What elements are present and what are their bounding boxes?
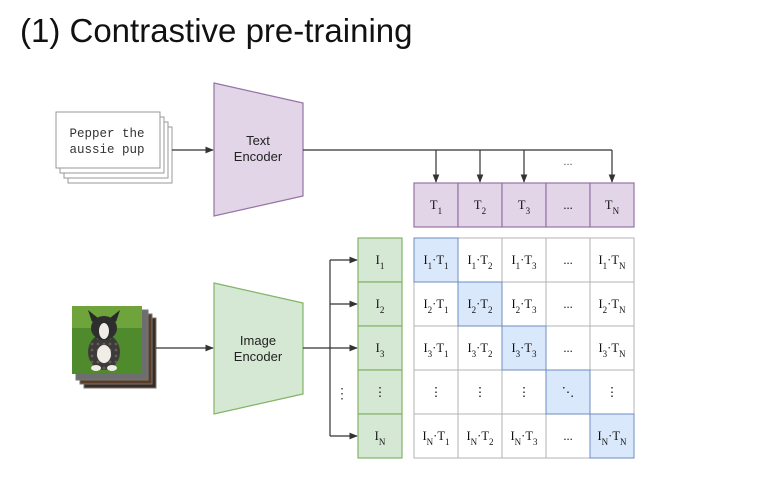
matrix-cell-label: I1·T2 — [468, 253, 493, 271]
image-encoder-label-2: Encoder — [234, 349, 283, 364]
matrix-cell-label: I2·T1 — [424, 297, 449, 315]
text-encoder: Text Encoder — [213, 82, 304, 217]
image-embedding-box — [357, 325, 403, 371]
text-embedding-label: T1 — [430, 198, 442, 216]
matrix-cell-label: ⋮ — [430, 385, 443, 399]
matrix-cell — [545, 237, 591, 283]
matrix-cell-label: I2·TN — [599, 297, 626, 315]
text-embedding-row: T1 T2 T3... TN — [413, 182, 635, 228]
matrix-cell-label: I2·T3 — [512, 297, 537, 315]
matrix-cell — [457, 237, 503, 283]
image-embedding-label: IN — [375, 429, 386, 447]
fanout-ellipsis: ... — [563, 156, 572, 168]
matrix-cell-label: ⋱ — [562, 385, 575, 399]
text-embedding-box — [589, 182, 635, 228]
matrix-cell-label: I3·TN — [599, 341, 626, 359]
text-fanout-arrows — [303, 149, 616, 183]
matrix-cell-diagonal-border — [589, 413, 635, 459]
matrix-cell-label: I3·T1 — [424, 341, 449, 359]
text-input-stack: Pepper the aussie pup — [55, 111, 173, 184]
image-fanout-arrows — [303, 256, 358, 440]
text-input-line-1: Pepper the — [69, 127, 144, 141]
matrix-cell-label: ⋮ — [518, 385, 531, 399]
matrix-cell — [457, 369, 503, 415]
matrix-cell-label: I1·T1 — [424, 253, 449, 271]
text-encoder-label-2: Encoder — [234, 149, 283, 164]
text-embedding-box — [501, 182, 547, 228]
diagram-title: (1) Contrastive pre-training — [20, 12, 413, 49]
matrix-cell-label: I3·T3 — [512, 341, 537, 359]
matrix-cell-label: IN·T2 — [467, 429, 494, 447]
text-embedding-label: TN — [605, 198, 620, 216]
text-input-line-2: aussie pup — [69, 143, 144, 157]
matrix-cell-label: ... — [563, 297, 572, 311]
matrix-cell — [545, 281, 591, 327]
image-embedding-box — [357, 369, 403, 415]
similarity-matrix: I1·T1 I1·T2 I1·T3... I1·TN I2·T1 I2·T2 I2·T3..… — [413, 237, 635, 459]
matrix-cell-label: IN·T1 — [423, 429, 450, 447]
matrix-cell-label: I1·TN — [599, 253, 626, 271]
matrix-cell-diagonal-border — [413, 237, 459, 283]
text-embedding-box — [545, 182, 591, 228]
matrix-cell — [589, 325, 635, 371]
matrix-cell — [413, 281, 459, 327]
matrix-cell — [545, 413, 591, 459]
matrix-cell — [501, 413, 547, 459]
text-embedding-box — [457, 182, 503, 228]
image-encoder-label-1: Image — [240, 333, 276, 348]
image-embedding-label: I3 — [376, 341, 385, 359]
image-embedding-box — [357, 237, 403, 283]
image-embedding-box — [357, 281, 403, 327]
matrix-cell-diagonal-border — [545, 369, 591, 415]
matrix-cell-label: ⋮ — [474, 385, 487, 399]
matrix-cell — [457, 413, 503, 459]
matrix-cell-label: ... — [563, 429, 572, 443]
matrix-cell-label: ⋮ — [606, 385, 619, 399]
dog-photo — [72, 306, 142, 374]
image-embedding-label: I1 — [376, 253, 385, 271]
matrix-cell-diagonal — [545, 369, 591, 415]
image-encoder: Image Encoder — [213, 282, 304, 415]
matrix-cell-label: I3·T2 — [468, 341, 493, 359]
matrix-cell-label: IN·TN — [598, 429, 627, 447]
text-embedding-box — [413, 182, 459, 228]
image-embedding-label: ⋮ — [374, 385, 387, 399]
image-embedding-label: I2 — [376, 297, 385, 315]
matrix-cell — [501, 369, 547, 415]
matrix-cell — [589, 237, 635, 283]
image-embedding-box — [357, 413, 403, 459]
text-embedding-label: T2 — [474, 198, 486, 216]
matrix-cell-label: ... — [563, 341, 572, 355]
text-embedding-label: ... — [563, 198, 572, 212]
matrix-cell-label: ... — [563, 253, 572, 267]
matrix-cell-label: I2·T2 — [468, 297, 493, 315]
matrix-cell-label: I1·T3 — [512, 253, 537, 271]
matrix-cell — [589, 281, 635, 327]
image-fanout-ellipsis: ⋮ — [335, 387, 349, 402]
text-embedding-label: T3 — [518, 198, 531, 216]
matrix-cell-label: IN·T3 — [511, 429, 538, 447]
text-encoder-label-1: Text — [246, 133, 270, 148]
image-input-stack — [72, 306, 157, 389]
matrix-cell-diagonal-border — [457, 281, 503, 327]
matrix-cell-diagonal-border — [501, 325, 547, 371]
